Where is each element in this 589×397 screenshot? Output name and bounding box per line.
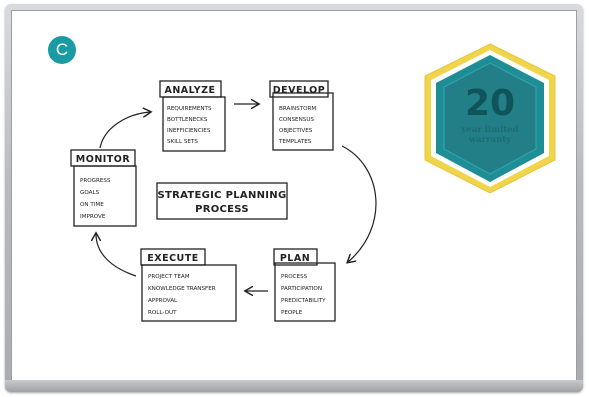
title-line-2: PROCESS bbox=[195, 204, 249, 215]
stage-item: PROJECT TEAM bbox=[148, 274, 190, 280]
stage-title: ANALYZE bbox=[165, 85, 216, 96]
stage-item: INEFFICIENCIES bbox=[167, 128, 211, 134]
stage-item: PROCESS bbox=[281, 274, 308, 280]
stage-item: BOTTLENECKS bbox=[167, 117, 208, 123]
stage-monitor: MONITOR PROGRESS GOALS ON TIME IMPROVE bbox=[70, 149, 137, 227]
stage-title: MONITOR bbox=[76, 154, 131, 165]
stage-develop: DEVELOP BRAINSTORM CONSENSUS OBJECTIVES … bbox=[269, 80, 334, 151]
stage-item: ON TIME bbox=[80, 202, 104, 208]
warranty-years: 20 bbox=[464, 83, 516, 124]
stage-item: ROLL-OUT bbox=[148, 310, 177, 316]
stage-execute: EXECUTE PROJECT TEAM KNOWLEDGE TRANSFER … bbox=[140, 248, 237, 322]
stage-item: SKILL SETS bbox=[167, 139, 198, 145]
stage-title: PLAN bbox=[280, 253, 310, 264]
stage-plan: PLAN PROCESS PARTICIPATION PREDICTABILIT… bbox=[273, 248, 336, 322]
stage-item: TEMPLATES bbox=[278, 139, 312, 145]
option-badge: C bbox=[48, 36, 76, 64]
warranty-line-2: warranty bbox=[468, 135, 512, 145]
title-line-1: STRATEGIC PLANNING bbox=[158, 190, 287, 201]
warranty-badge bbox=[424, 43, 556, 194]
arrow-develop-to-plan bbox=[341, 145, 377, 262]
stage-item: GOALS bbox=[80, 190, 100, 196]
stage-item: PROGRESS bbox=[80, 178, 111, 184]
arrow-monitor-to-analyze bbox=[99, 112, 150, 149]
arrow-execute-to-monitor bbox=[96, 234, 137, 277]
stage-item: PARTICIPATION bbox=[281, 286, 322, 292]
stage-item: OBJECTIVES bbox=[279, 128, 313, 134]
warranty-text: year limited warranty bbox=[430, 125, 550, 145]
diagram-title: STRATEGIC PLANNING PROCESS bbox=[156, 182, 288, 220]
stage-item: REQUIREMENTS bbox=[167, 106, 212, 112]
stage-item: APPROVAL bbox=[148, 298, 178, 304]
stage-item: KNOWLEDGE TRANSFER bbox=[148, 286, 216, 292]
stage-item: BRAINSTORM bbox=[279, 106, 316, 112]
stage-title: DEVELOP bbox=[273, 85, 325, 96]
stage-item: PEOPLE bbox=[281, 310, 303, 316]
stage-item: CONSENSUS bbox=[279, 117, 314, 123]
marker-tray bbox=[5, 380, 583, 392]
stage-title: EXECUTE bbox=[147, 253, 198, 264]
warranty-line-1: year limited bbox=[461, 125, 519, 135]
stage-analyze: ANALYZE REQUIREMENTS BOTTLENECKS INEFFIC… bbox=[159, 80, 226, 152]
stage-item: IMPROVE bbox=[80, 214, 106, 220]
stage-item: PREDICTABILITY bbox=[281, 298, 326, 304]
